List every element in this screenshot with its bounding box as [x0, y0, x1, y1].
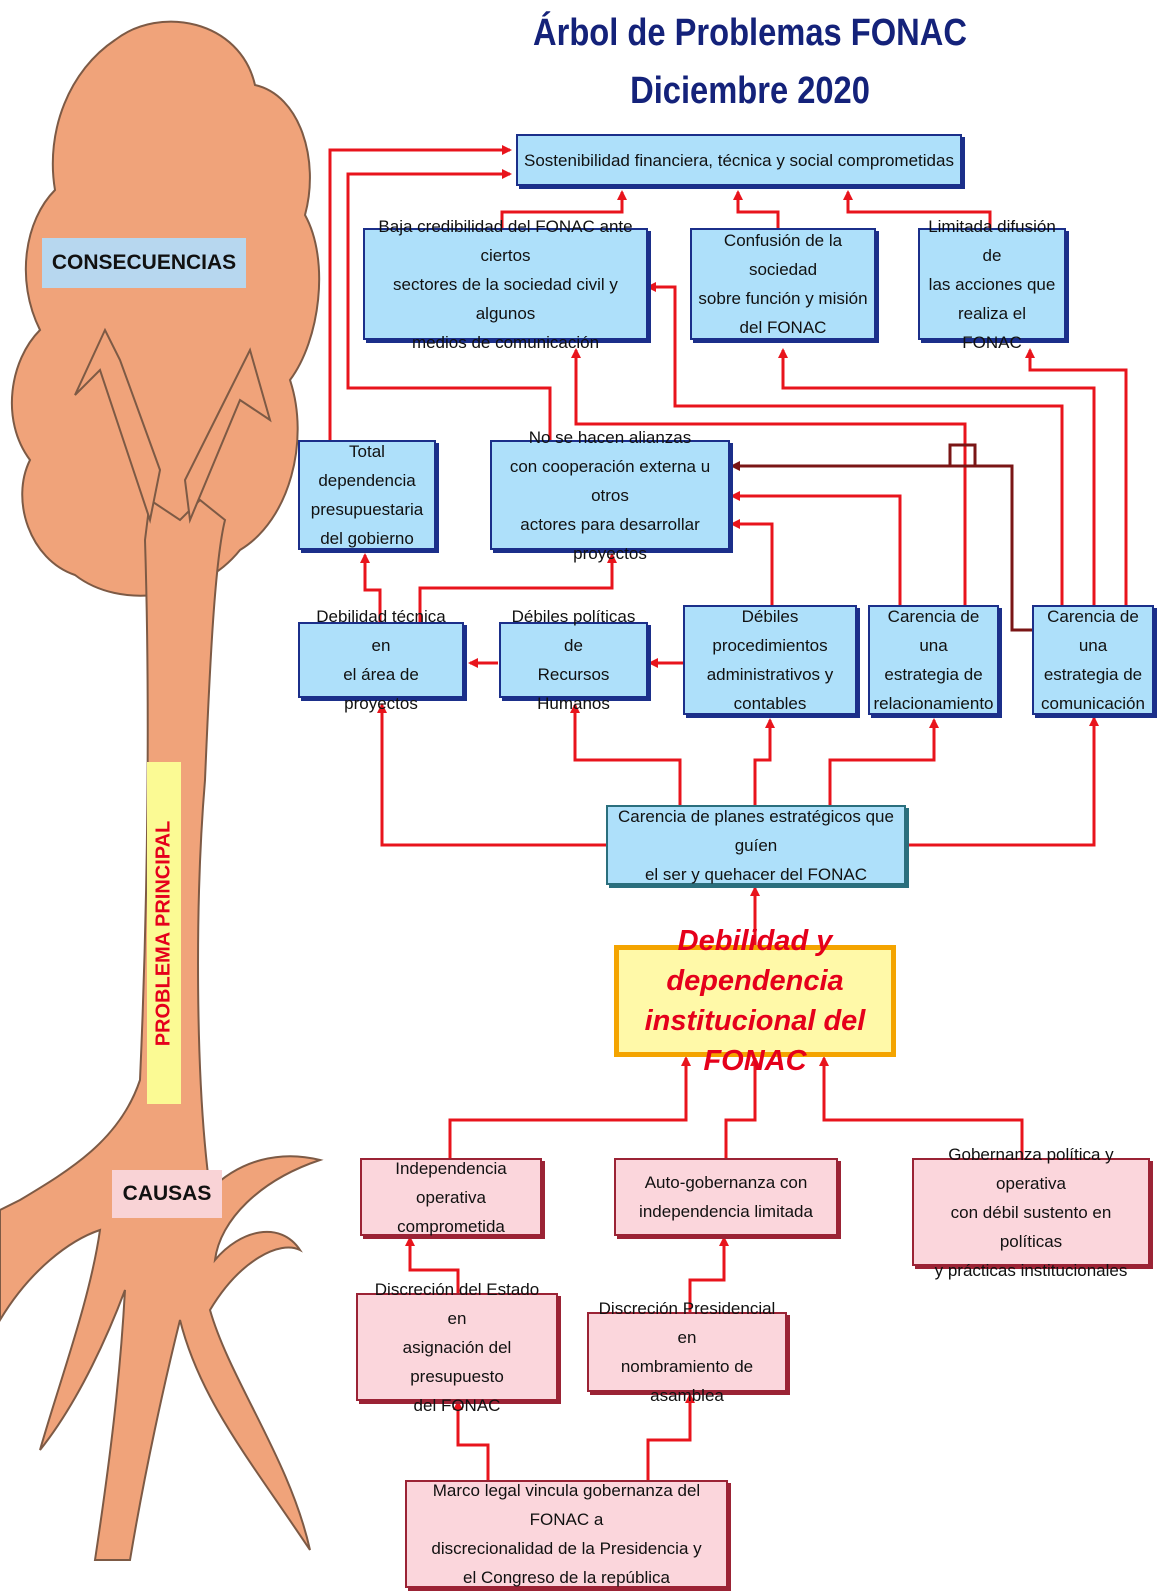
- arrow-comunic-to-confusion: [783, 350, 1094, 610]
- arrow-relac-to-alianzas: [732, 496, 900, 610]
- arrow-planes-to-politicas: [575, 705, 680, 805]
- effect-estrategia-comunicacion: Carencia de una estrategia de comunicaci…: [1032, 605, 1154, 715]
- cause-discrecion-presidencial: Discreción Presidencial en nombramiento …: [587, 1312, 787, 1392]
- cause-gobernanza: Gobernanza política y operativa con débi…: [912, 1158, 1150, 1266]
- arrow-procedimientos-to-alianzas: [732, 524, 772, 610]
- cause-marco-legal: Marco legal vincula gobernanza del FONAC…: [405, 1480, 728, 1588]
- arrow-planes-to-debtec: [382, 705, 606, 845]
- arrow-confusion-to-sost: [738, 192, 778, 228]
- effect-carencia-planes: Carencia de planes estratégicos que guíe…: [606, 805, 906, 885]
- cause-independencia: Independencia operativa comprometida: [360, 1158, 542, 1236]
- effect-baja-credibilidad: Baja credibilidad del FONAC ante ciertos…: [363, 228, 648, 340]
- core-problem: Debilidad y dependencia institucional de…: [614, 945, 896, 1057]
- effect-confusion: Confusión de la sociedad sobre función y…: [690, 228, 876, 340]
- arrow-planes-to-relac: [830, 720, 934, 805]
- effect-debilidad-tecnica: Debilidad técnica en el área de proyecto…: [298, 622, 464, 698]
- arrow-planes-to-procedimientos: [755, 720, 770, 805]
- effect-no-alianzas: No se hacen alianzas con cooperación ext…: [490, 440, 730, 550]
- effect-limitada-difusion: Limitada difusión de las acciones que re…: [918, 228, 1066, 340]
- effect-total-dependencia: Total dependencia presupuestaria del gob…: [298, 440, 436, 550]
- effect-sostenibilidad: Sostenibilidad financiera, técnica y soc…: [516, 134, 962, 186]
- cause-autogobernanza: Auto-gobernanza con independencia limita…: [614, 1158, 838, 1236]
- effect-debiles-politicas: Débiles políticas de Recursos Humanos: [499, 622, 648, 698]
- effect-debiles-procedimientos: Débiles procedimientos administrativos y…: [683, 605, 857, 715]
- effect-estrategia-relacionamiento: Carencia de una estrategia de relacionam…: [868, 605, 999, 715]
- cause-discrecion-estado: Discreción del Estado en asignación del …: [356, 1293, 558, 1401]
